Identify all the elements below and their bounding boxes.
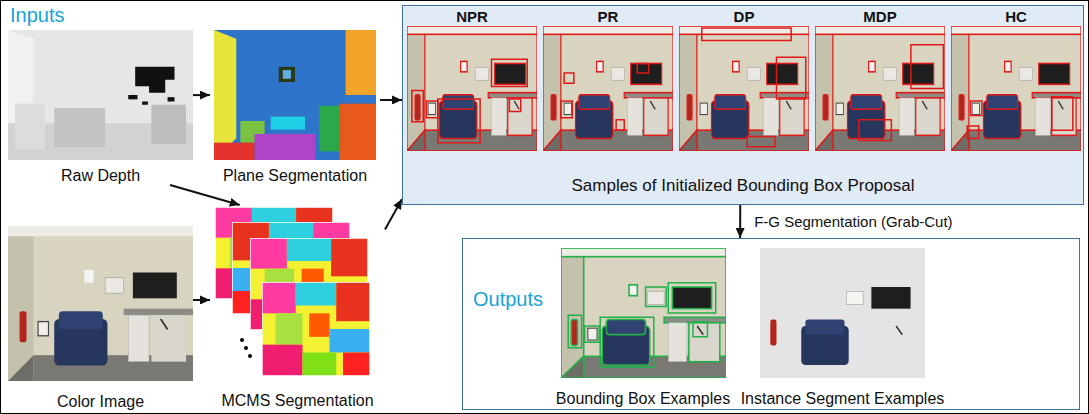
- image-caption: Bounding Box Examples: [556, 389, 730, 408]
- column-heading: PR: [598, 8, 619, 26]
- proposal-image: DP: [679, 8, 809, 158]
- image-caption: Raw Depth: [61, 166, 140, 185]
- image-caption: Color Image: [57, 392, 144, 411]
- image-caption: Plane Segmentation: [223, 166, 367, 185]
- column-heading: DP: [734, 8, 755, 26]
- column-heading: NPR: [456, 8, 488, 26]
- image-panel: Plane Segmentation: [210, 30, 380, 185]
- proposal-panel: Samples of Initialized Bounding Box Prop…: [402, 5, 1084, 205]
- arrow-connector: [170, 185, 240, 205]
- image-caption: Instance Segment Examples: [741, 389, 945, 408]
- arrow-connector: [739, 205, 741, 238]
- image-panel: Bounding Box Examples: [548, 248, 738, 408]
- image-panel: Color Image: [8, 226, 193, 411]
- edge-label: F-G Segmentation (Grab-Cut): [752, 213, 954, 231]
- proposal-image: NPR: [407, 8, 537, 158]
- proposal-image: PR: [543, 8, 673, 158]
- column-heading: MDP: [863, 8, 896, 26]
- image-panel: Instance Segment Examples: [737, 248, 949, 408]
- column-heading: HC: [1005, 8, 1027, 26]
- arrow-connector: [193, 94, 210, 96]
- output-panel: OutputsBounding Box Examples Instance Seg…: [462, 238, 1080, 410]
- panel-heading: Outputs: [473, 287, 543, 311]
- arrow-connector: [193, 299, 210, 301]
- section-title: Inputs: [10, 3, 64, 27]
- panel-caption: Samples of Initialized Bounding Box Prop…: [571, 176, 914, 196]
- proposal-image: MDP: [815, 8, 945, 158]
- image-panel: Raw Depth: [8, 30, 193, 185]
- arrow-connector: [385, 199, 402, 230]
- proposal-image: HC: [951, 8, 1081, 158]
- arrow-connector: [380, 99, 402, 101]
- image-stack: MCMS Segmentation: [210, 205, 385, 410]
- image-caption: MCMS Segmentation: [221, 391, 373, 410]
